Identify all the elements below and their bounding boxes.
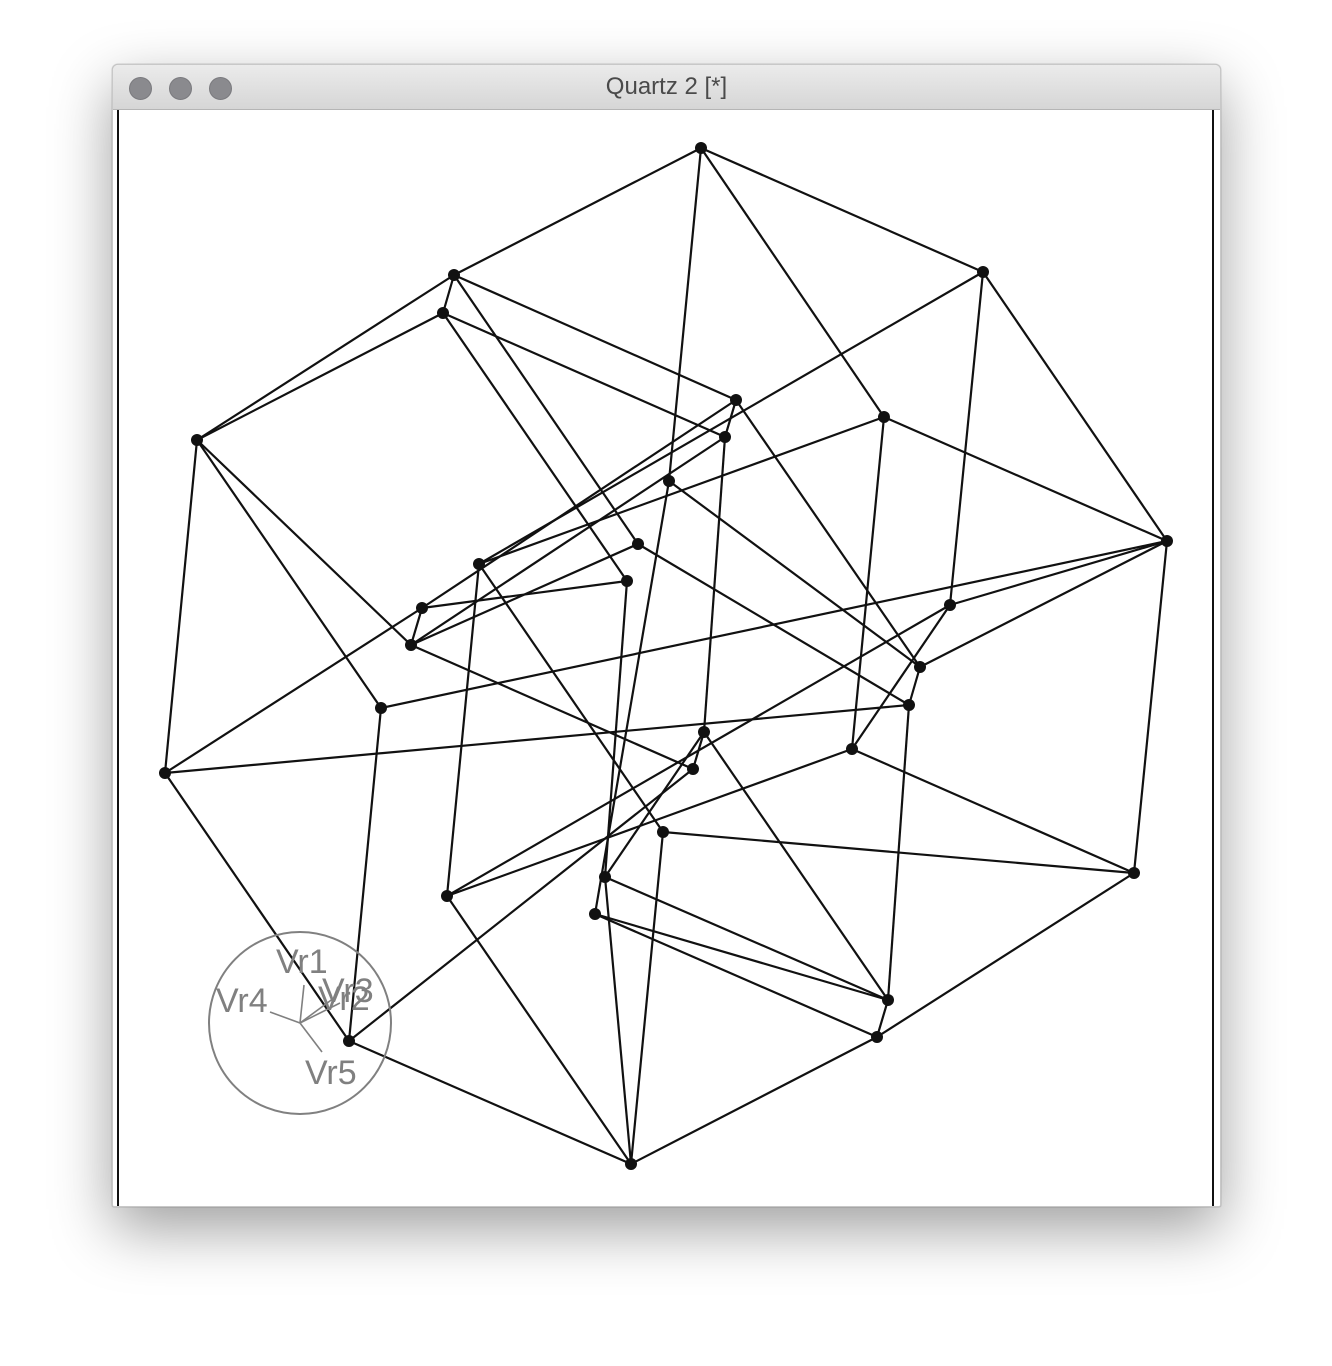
close-button[interactable]: [129, 77, 152, 100]
window-title: Quartz 2 [*]: [605, 73, 728, 100]
minimize-button[interactable]: [169, 77, 192, 100]
zoom-button[interactable]: [209, 77, 232, 100]
title-bar[interactable]: Quartz 2 [*]: [113, 65, 1220, 110]
quartz-window: Quartz 2 [*]: [112, 64, 1221, 1207]
plot-area: [117, 110, 1214, 1206]
